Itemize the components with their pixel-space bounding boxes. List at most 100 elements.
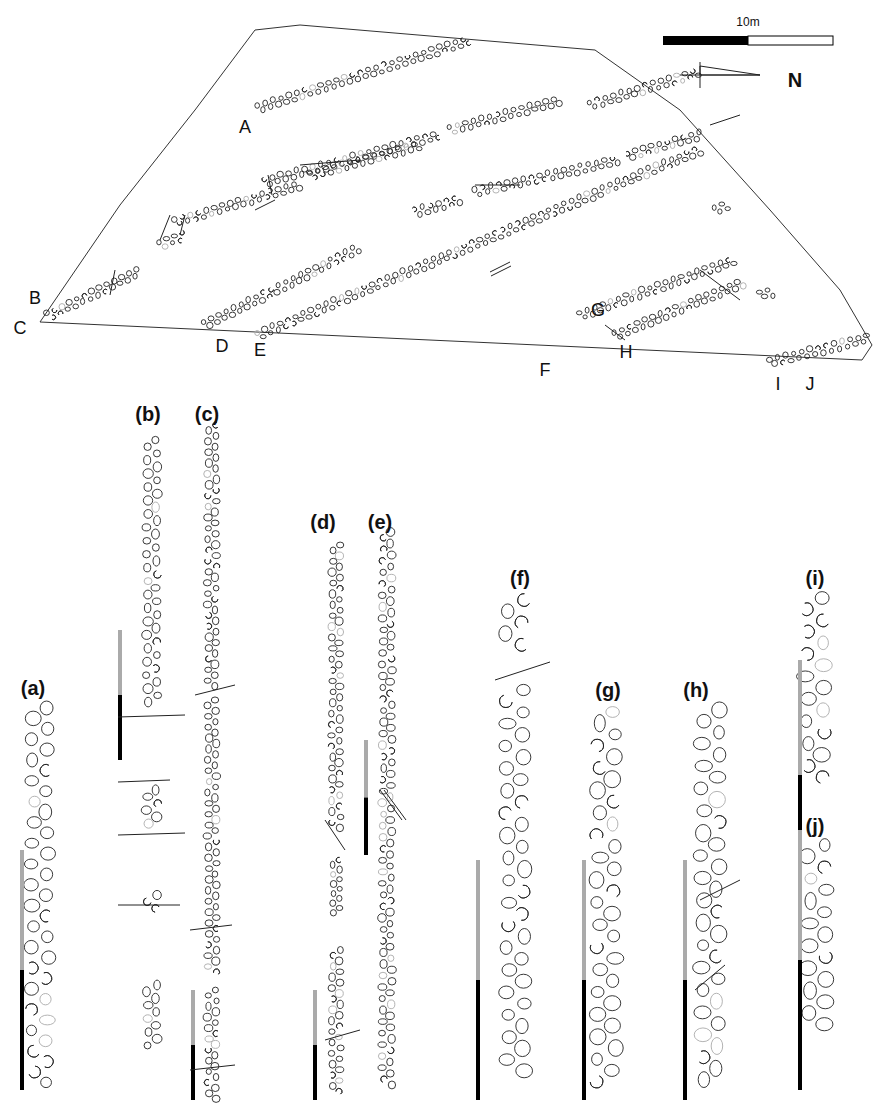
pit-outline <box>205 667 212 672</box>
pit-outline <box>689 132 694 137</box>
pit-outline <box>561 167 567 172</box>
pit-outline <box>205 493 211 499</box>
pit-outline <box>379 972 387 978</box>
pit-outline <box>254 295 259 299</box>
pit-outline <box>363 73 369 78</box>
pit-outline <box>630 173 636 179</box>
pit-outline <box>803 737 814 751</box>
pit-outline <box>170 241 174 245</box>
pit-outline <box>761 294 767 299</box>
pit-outline <box>349 253 354 258</box>
pit-outline <box>387 1000 394 1009</box>
pit-outline <box>317 83 323 87</box>
pit-outline <box>379 822 386 829</box>
pit-outline <box>423 134 428 138</box>
pit-outline <box>379 857 387 863</box>
pit-outline <box>530 214 536 219</box>
pit-outline <box>686 138 692 143</box>
pit-outline <box>515 639 526 652</box>
pit-outline <box>425 210 431 215</box>
pit-outline <box>486 189 490 194</box>
pit-outline <box>315 312 320 316</box>
pit-outline <box>403 143 408 147</box>
pit-outline <box>104 282 110 287</box>
plan-letter: A <box>239 118 251 136</box>
pit-outline <box>212 816 220 824</box>
panel-label: (c) <box>195 404 219 424</box>
pit-outline <box>204 470 211 477</box>
pit-outline <box>152 812 162 822</box>
pit-outline <box>594 715 605 732</box>
pit-outline <box>206 1002 211 1010</box>
pit-outline <box>386 678 395 685</box>
pit-outline <box>476 244 481 248</box>
pit-outline <box>672 81 677 86</box>
pit-outline <box>313 175 318 180</box>
pit-outline <box>293 315 298 319</box>
plan-letter: G <box>591 301 605 319</box>
pit-outline <box>396 65 400 70</box>
pit-outline <box>821 350 827 356</box>
pit-outline <box>367 150 371 154</box>
pit-outline <box>537 173 543 178</box>
pit-outline <box>296 277 302 283</box>
pit-outline <box>261 290 265 295</box>
pit-outline <box>694 1006 711 1019</box>
pit-outline <box>593 919 608 930</box>
pit-outline <box>542 99 548 105</box>
pit-outline <box>337 705 342 711</box>
pit-outline <box>205 876 213 884</box>
pit-outline <box>235 197 241 202</box>
pit-outline <box>152 502 159 512</box>
pit-outline <box>145 697 152 707</box>
pit-outline <box>806 346 812 352</box>
pit-outline <box>714 726 725 739</box>
pit-outline <box>219 203 225 207</box>
pit-outline <box>337 1000 343 1008</box>
pit-outline <box>595 97 600 101</box>
ditch-line <box>118 905 180 906</box>
pit-outline <box>212 640 219 646</box>
pit-outline <box>213 719 218 725</box>
pit-outline <box>388 149 393 154</box>
pit-outline <box>213 840 219 845</box>
pit-outline <box>709 771 725 783</box>
pit-outline <box>512 178 518 184</box>
pit-outline <box>238 308 242 313</box>
pit-outline <box>568 207 573 211</box>
pit-outline <box>414 136 419 140</box>
pit-outline <box>320 172 325 177</box>
pit-outline <box>437 260 441 265</box>
pit-outline <box>711 1038 723 1055</box>
pit-outline <box>337 607 343 613</box>
pit-outline <box>207 623 212 629</box>
pit-outline <box>229 312 235 317</box>
pit-outline <box>710 297 716 301</box>
pit-outline <box>335 1011 343 1019</box>
pit-outline <box>42 931 53 943</box>
pit-outline <box>205 812 212 817</box>
pit-outline <box>380 1006 387 1014</box>
scale-bar <box>191 990 195 1045</box>
pit-outline <box>329 678 336 683</box>
scale-bar <box>476 980 480 1100</box>
pit-outline <box>331 1072 336 1078</box>
pit-outline <box>26 1025 36 1036</box>
pit-outline <box>378 984 387 990</box>
pit-outline <box>206 1069 211 1075</box>
pit-outline <box>658 310 662 316</box>
pit-outline <box>694 782 708 795</box>
pit-outline <box>331 297 337 303</box>
pit-outline <box>513 228 518 232</box>
pit-outline <box>381 62 386 67</box>
pit-outline <box>816 771 829 783</box>
pit-outline <box>649 314 655 319</box>
pit-outline <box>501 227 505 232</box>
pit-outline <box>74 297 79 301</box>
pit-outline <box>621 300 627 306</box>
plan-letter: E <box>254 341 266 359</box>
pit-outline <box>693 737 710 750</box>
pit-outline <box>460 126 465 132</box>
plan-letter: F <box>540 361 551 379</box>
